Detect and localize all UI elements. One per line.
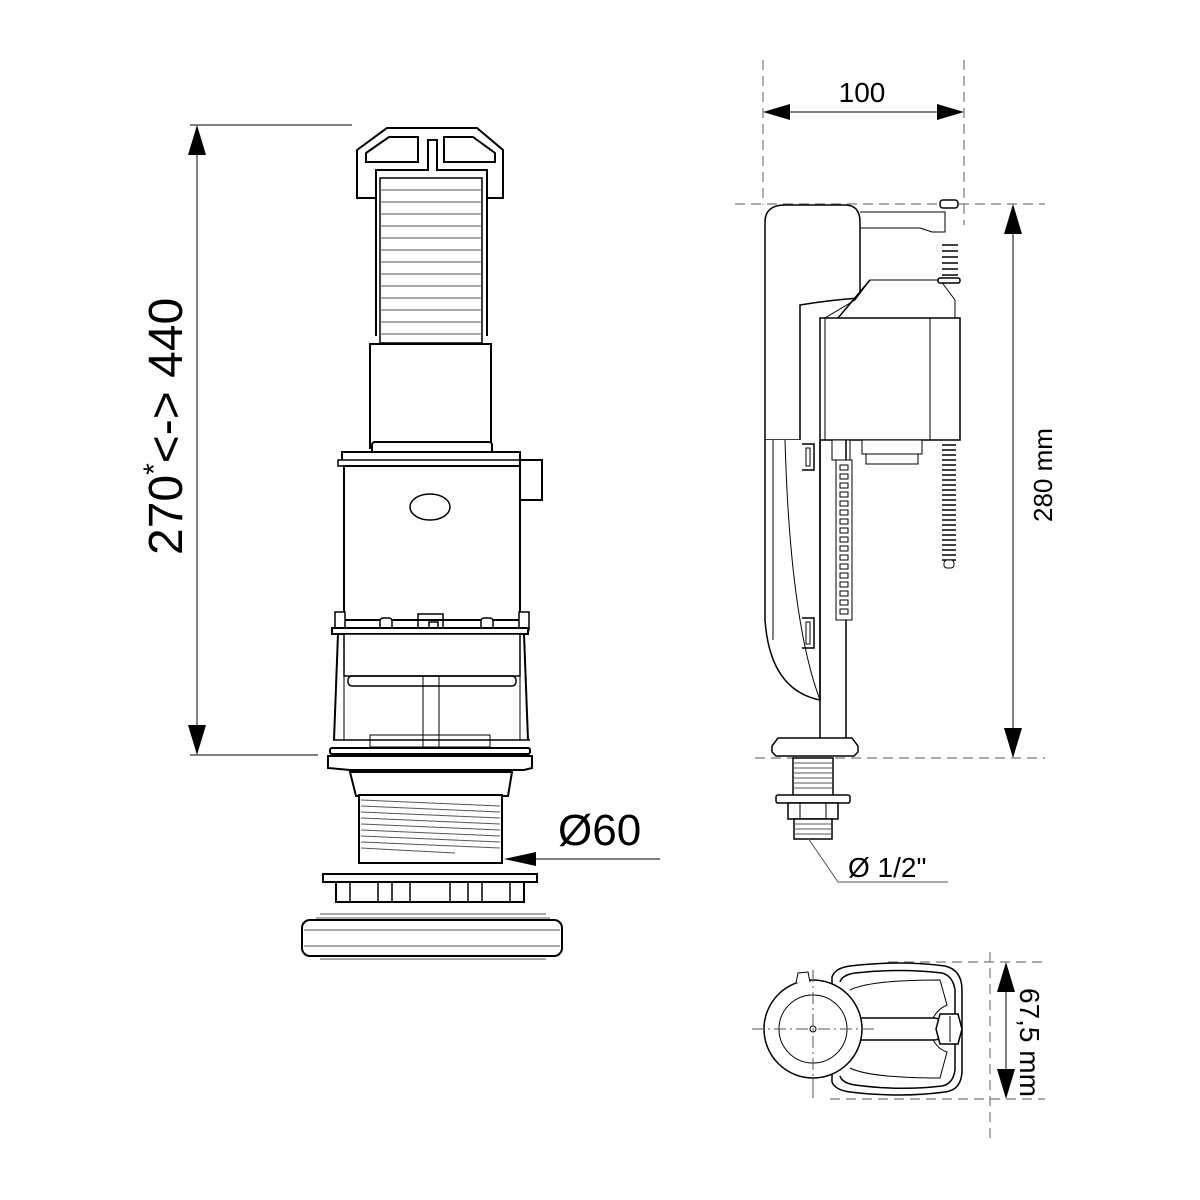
width-dimension: 100 xyxy=(762,60,965,225)
adjustment-spring xyxy=(937,199,961,569)
flush-valve-drawing: 270*<-> 440 xyxy=(138,124,660,960)
seal-washer xyxy=(301,913,563,960)
arrow-down-icon xyxy=(188,725,206,755)
arrow-up-icon xyxy=(1004,204,1022,234)
valve-housing xyxy=(334,441,543,631)
float-chamber xyxy=(819,317,961,441)
arrow-up-icon xyxy=(997,962,1015,992)
float-width-dimension: 67,5 mm xyxy=(989,952,1045,1140)
telescopic-tube xyxy=(369,177,492,449)
arrow-left-icon xyxy=(504,852,536,866)
height-range-label: 270*<-> 440 xyxy=(138,298,193,555)
diameter-label: Ø60 xyxy=(558,806,641,855)
valve-base xyxy=(301,747,563,960)
inlet-dimension: Ø 1/2" xyxy=(807,837,948,883)
height-dimension: 280 mm xyxy=(1004,204,1058,758)
float-width-label: 67,5 mm xyxy=(1014,988,1045,1097)
arrow-up-icon xyxy=(188,125,206,155)
lower-tube xyxy=(369,343,492,449)
arrow-down-icon xyxy=(1004,728,1022,758)
height-dimension xyxy=(188,124,352,756)
inlet-label: Ø 1/2" xyxy=(848,852,926,883)
valve-cage xyxy=(331,627,530,748)
diameter-dimension: Ø60 xyxy=(504,806,660,866)
side-clip xyxy=(519,459,543,501)
arrow-right-icon xyxy=(937,104,964,120)
arrow-left-icon xyxy=(763,104,790,120)
height-label: 280 mm xyxy=(1028,428,1058,522)
nut-flange xyxy=(322,873,538,883)
logo-oval xyxy=(409,493,451,521)
arrow-down-icon xyxy=(997,1069,1015,1099)
fill-valve-body xyxy=(764,199,961,569)
fill-valve-stem xyxy=(764,439,859,840)
fill-valve-drawing: 100 280 mm xyxy=(735,60,1058,883)
width-label: 100 xyxy=(839,77,886,108)
float-top-view: 67,5 mm xyxy=(752,952,1045,1140)
